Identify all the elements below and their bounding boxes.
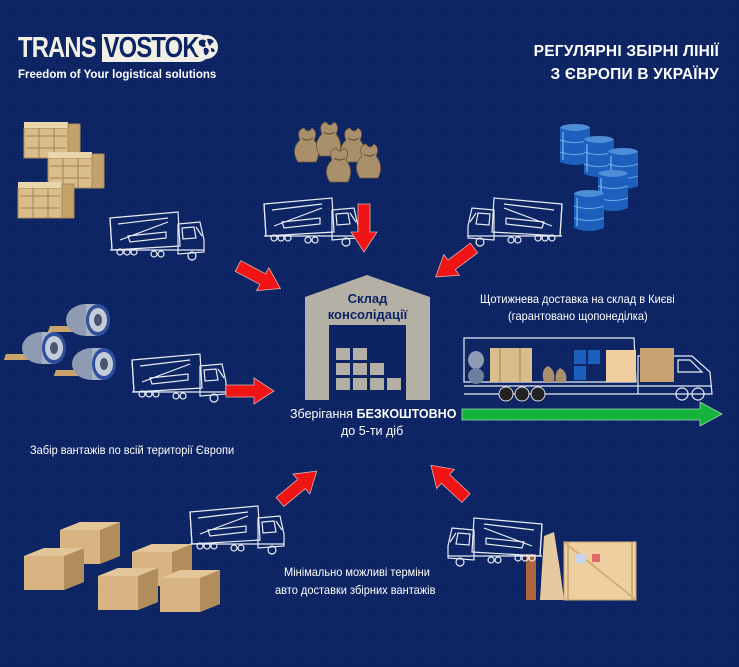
arrow-from-barrels [427,237,483,288]
sack-icon [542,366,567,382]
wheels-icon [498,386,546,402]
arrow-from-sacks [350,203,378,253]
min-terms-line1: Мінімально можливі терміни [284,565,430,579]
warehouse-label-line2: консолідації [327,307,408,322]
crate-icon [490,348,532,382]
page-title-line2: З ЄВРОПИ В УКРАЇНУ [550,66,719,83]
package-icon [540,532,564,600]
crate-icon [563,541,637,601]
page-title-line1: РЕГУЛЯРНІ ЗБІРНІ ЛІНІЇ [533,43,719,60]
coil-icon [468,351,484,384]
arrow-from-coils [225,377,275,405]
globe-icon [194,35,218,59]
delivery-arrow [461,401,723,427]
warehouse-label-line1: Склад [347,291,388,306]
weekly-delivery-line1: Щотижнева доставка на склад в Києві [480,292,675,306]
logo: TRANS VOSTOK Freedom of Your logistical … [18,33,228,83]
loaded-truck [463,337,713,402]
storage-duration: до 5-ти діб [341,424,404,438]
arrow-from-crates [231,254,287,301]
storage-free: БЕЗКОШТОВНО [356,407,457,421]
min-terms-line2: авто доставки збірних вантажів [275,583,436,597]
logo-tagline: Freedom of Your logistical solutions [18,69,217,81]
barrel-icon [574,350,600,380]
weekly-delivery-line2: (гарантовано щопонеділка) [508,309,648,323]
tube-icon [526,554,536,600]
logo-brand-vostok: VOSTOK [102,34,211,63]
storage-text: Зберігання БЕЗКОШТОВНО [290,407,456,421]
pickup-caption: Забір вантажів по всій території Європи [30,443,235,457]
cargo-group-mixed [526,532,637,601]
arrow-from-boxes [271,460,326,513]
logo-brand-trans: TRANS [18,32,97,64]
consolidation-warehouse: Склад консолідації [305,275,430,400]
arrow-from-mixed [421,455,476,508]
pallet-stack-icon [336,348,401,390]
crate-icon [606,348,674,382]
storage-prefix: Зберігання [290,407,357,421]
